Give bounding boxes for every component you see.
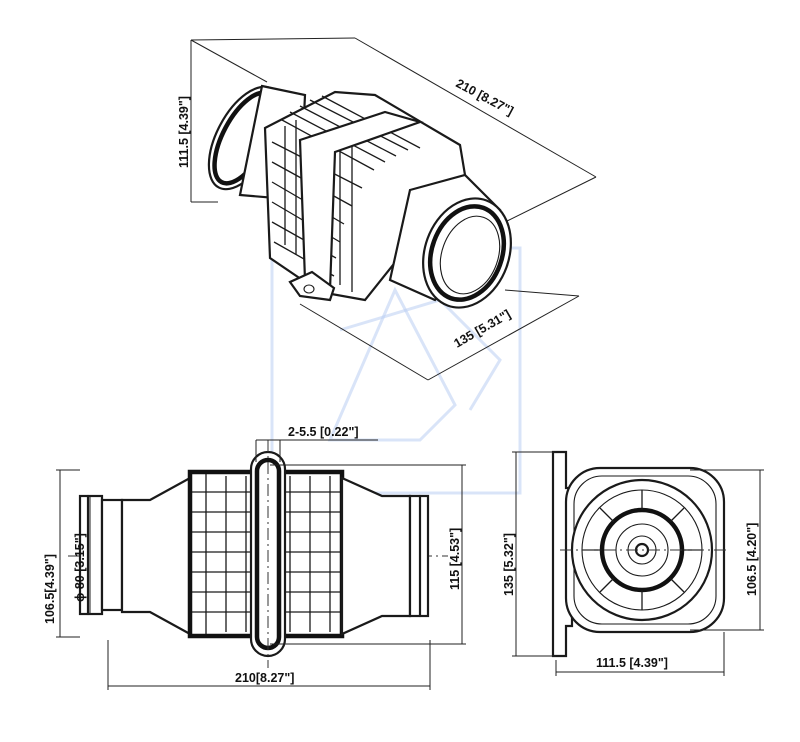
dim-label-side-hole: 2-5.5 [0.22"] — [288, 425, 359, 439]
dim-label-iso-height: 111.5 [4.39"] — [177, 96, 191, 168]
dim-label-side-inner-dia: ϕ 80 [3.15"] — [73, 533, 87, 602]
dim-label-side-outer-dia: 106.5[4.39"] — [43, 554, 57, 624]
dim-label-side-band-height: 115 [4.53"] — [448, 528, 462, 590]
end-view — [512, 450, 764, 676]
dim-label-end-outer-dia: 106.5 [4.20"] — [745, 523, 759, 596]
side-view — [56, 439, 466, 690]
dim-label-side-length: 210[8.27"] — [235, 671, 294, 685]
isometric-view — [190, 37, 597, 381]
dim-label-end-width: 111.5 [4.39"] — [596, 656, 668, 670]
dim-label-iso-length: 210 [8.27"] — [454, 76, 516, 118]
dim-label-end-height: 135 [5.32"] — [502, 533, 516, 596]
